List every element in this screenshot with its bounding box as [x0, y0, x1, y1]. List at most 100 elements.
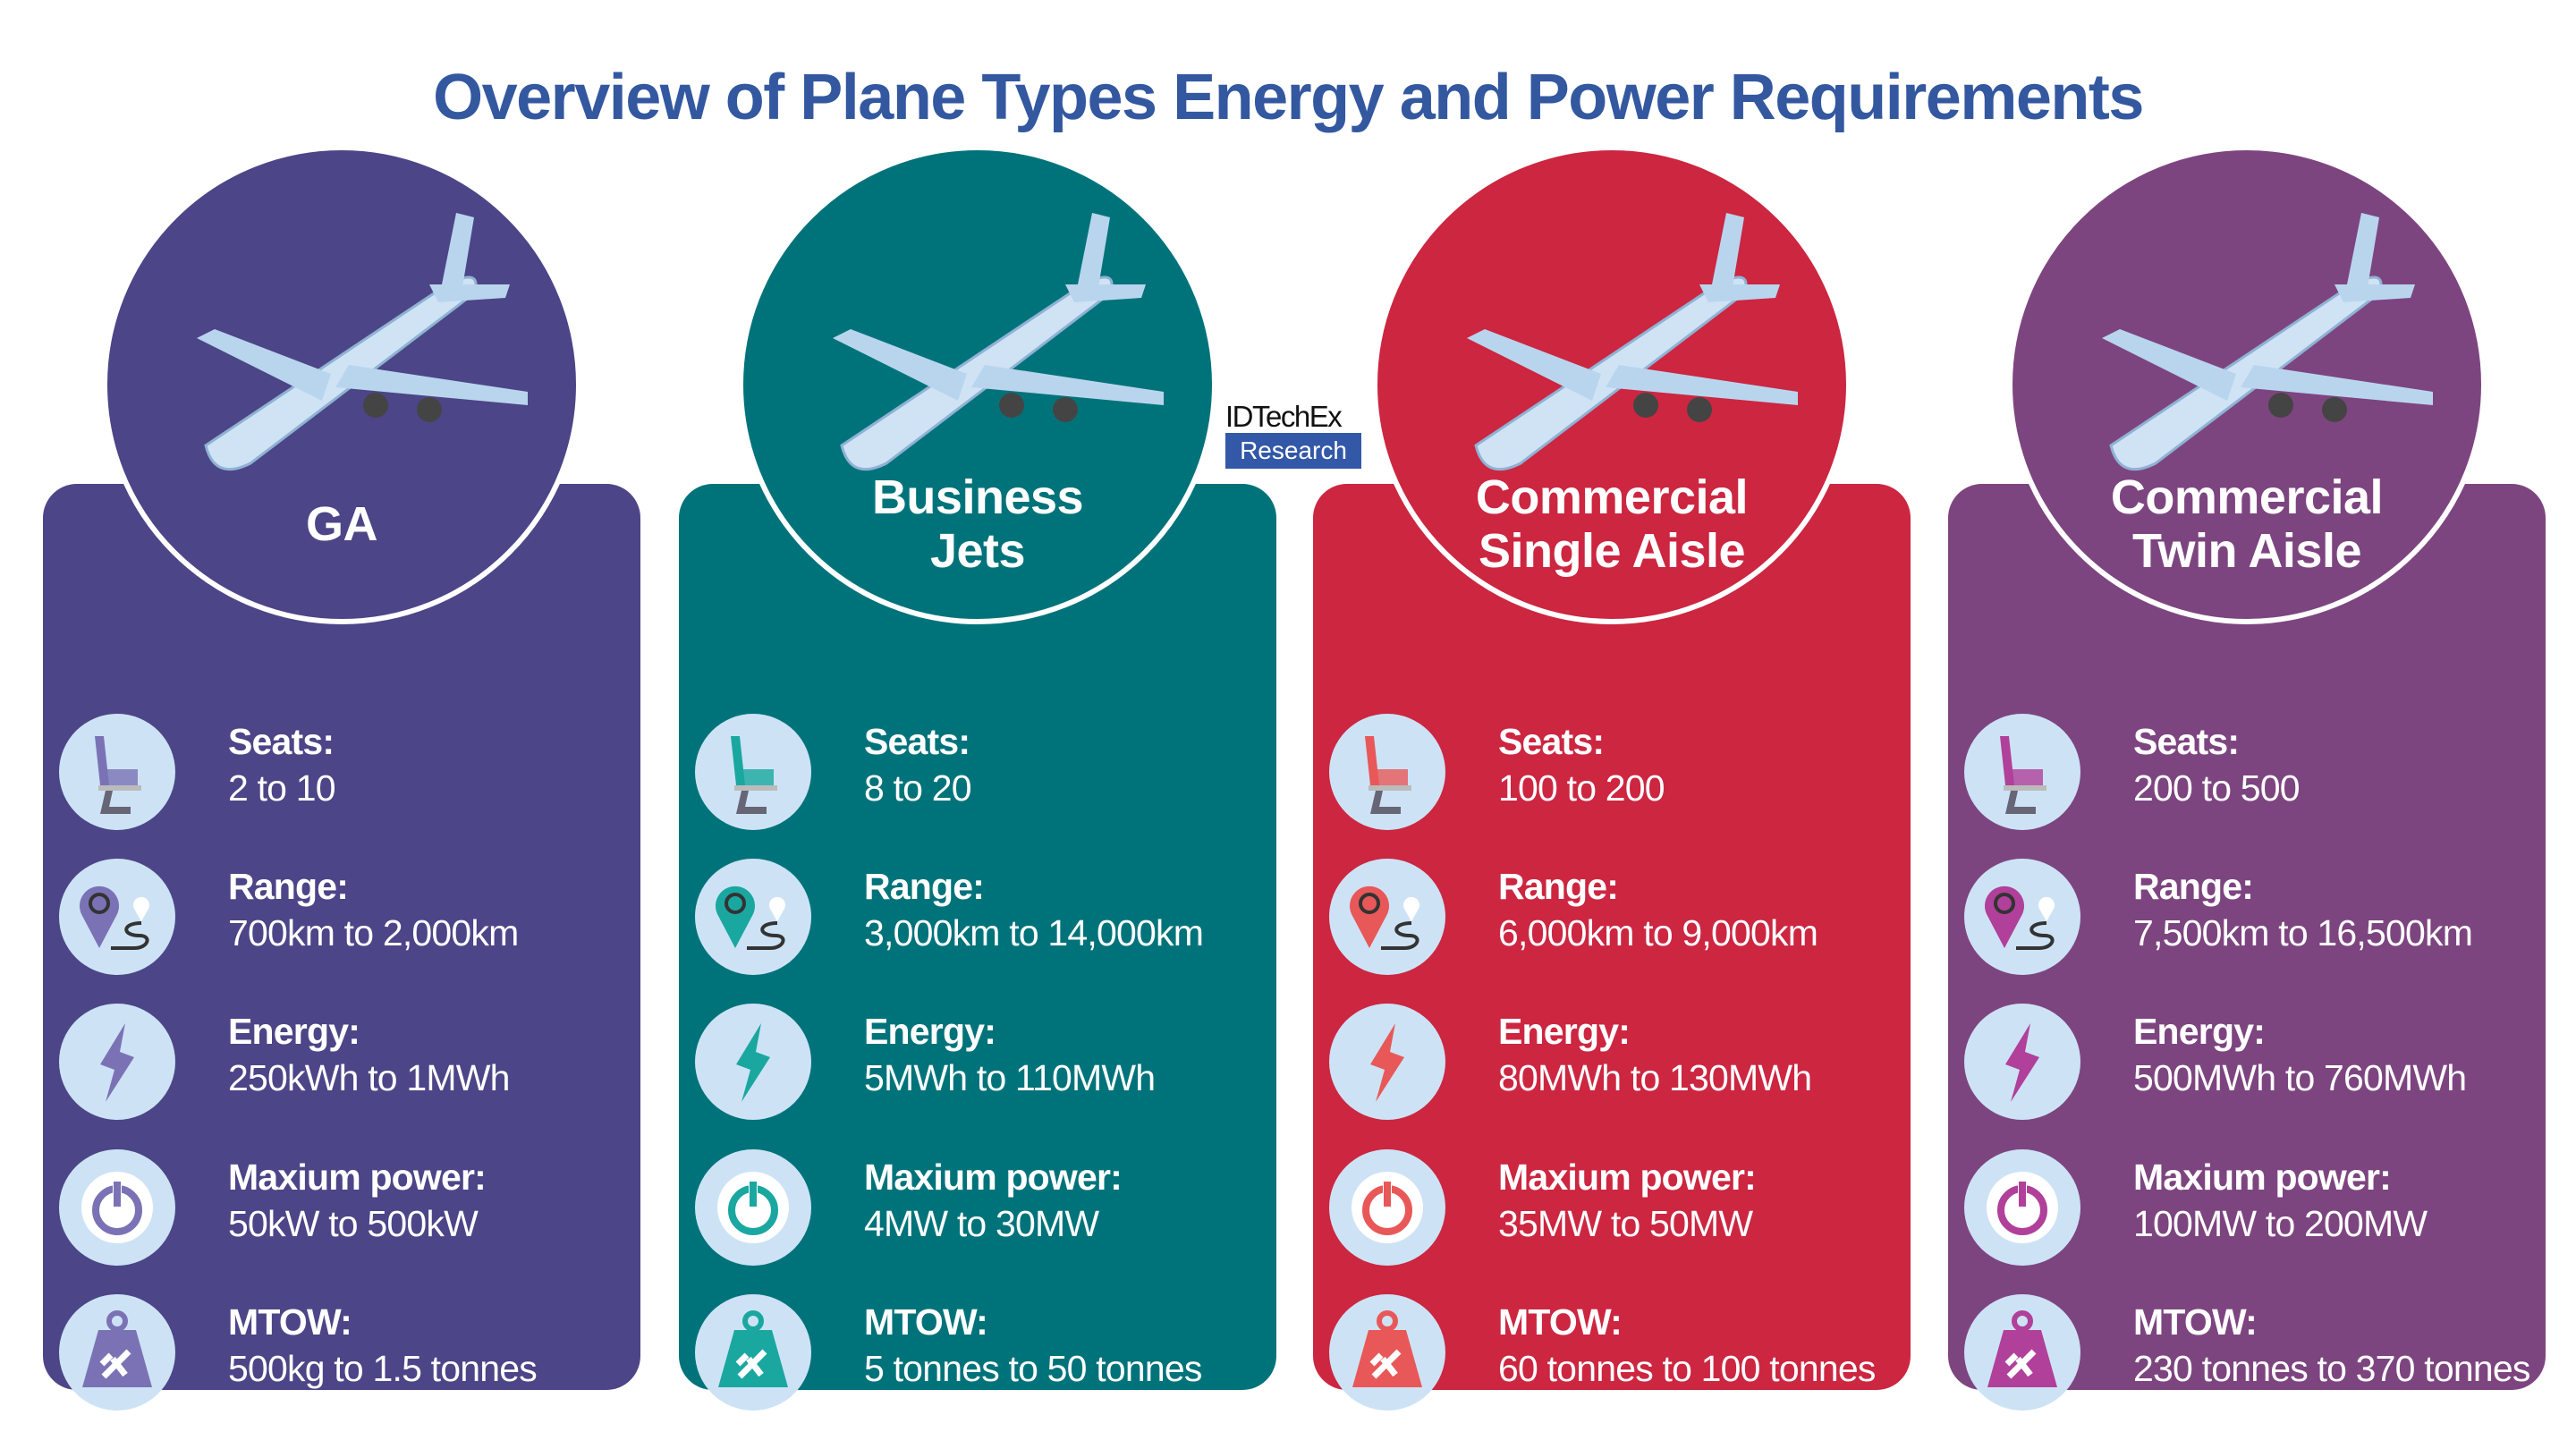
- spec-value: 3,000km to 14,000km: [864, 912, 1204, 953]
- spec-label: Maxium power:: [228, 1157, 487, 1198]
- spec-row: Seats: 200 to 500: [1964, 714, 2537, 830]
- weight-icon: [1329, 1294, 1445, 1411]
- card-title: GA: [107, 497, 576, 551]
- spec-label: Maxium power:: [864, 1157, 1123, 1198]
- spec-label: Energy:: [2133, 1011, 2266, 1052]
- spec-value: 200 to 500: [2133, 767, 2301, 809]
- spec-label: Range:: [864, 866, 985, 907]
- seat-icon: [1329, 714, 1445, 830]
- power-icon: [1329, 1149, 1445, 1266]
- spec-label: MTOW:: [2133, 1301, 2258, 1343]
- card-title-line: GA: [306, 497, 378, 551]
- page-title: Overview of Plane Types Energy and Power…: [433, 62, 2144, 133]
- spec-row: Range: 700km to 2,000km: [59, 859, 631, 975]
- card-title-line: Jets: [929, 524, 1026, 578]
- spec-row: Maxium power: 4MW to 30MW: [695, 1149, 1267, 1266]
- spec-value: 4MW to 30MW: [864, 1203, 1099, 1244]
- range-icon: [1964, 859, 2080, 975]
- spec-row: MTOW: 5 tonnes to 50 tonnes: [695, 1294, 1267, 1411]
- spec-label: Energy:: [864, 1011, 996, 1052]
- spec-value: 500MWh to 760MWh: [2133, 1057, 2467, 1098]
- spec-label: Seats:: [228, 721, 335, 762]
- seat-icon: [695, 714, 811, 830]
- card-title-line: Business: [871, 470, 1084, 524]
- power-icon: [1964, 1149, 2080, 1266]
- spec-value: 60 tonnes to 100 tonnes: [1498, 1348, 1876, 1389]
- spec-row: Maxium power: 50kW to 500kW: [59, 1149, 631, 1266]
- weight-icon: [59, 1294, 175, 1411]
- card-title-line: Commercial: [2110, 470, 2384, 524]
- card-title-line: Twin Aisle: [2131, 524, 2362, 578]
- spec-row: MTOW: 230 tonnes to 370 tonnes: [1964, 1294, 2537, 1411]
- spec-row: Energy: 500MWh to 760MWh: [1964, 1004, 2537, 1120]
- spec-label: MTOW:: [228, 1301, 352, 1343]
- spec-row: Range: 3,000km to 14,000km: [695, 859, 1267, 975]
- logo-text: IDTechEx: [1225, 400, 1343, 433]
- spec-label: Maxium power:: [1498, 1157, 1757, 1198]
- lightning-icon: [1964, 1004, 2080, 1120]
- spec-label: Range:: [228, 866, 349, 907]
- weight-icon: [695, 1294, 811, 1411]
- power-icon: [59, 1149, 175, 1266]
- range-icon: [695, 859, 811, 975]
- lightning-icon: [1329, 1004, 1445, 1120]
- spec-value: 2 to 10: [228, 767, 336, 809]
- range-icon: [59, 859, 175, 975]
- spec-value: 250kWh to 1MWh: [228, 1057, 510, 1098]
- spec-label: Seats:: [864, 721, 970, 762]
- spec-label: Seats:: [2133, 721, 2240, 762]
- lightning-icon: [59, 1004, 175, 1120]
- spec-row: Maxium power: 35MW to 50MW: [1329, 1149, 1902, 1266]
- spec-value: 5MWh to 110MWh: [864, 1057, 1156, 1098]
- spec-row: Range: 7,500km to 16,500km: [1964, 859, 2537, 975]
- card-title-line: Commercial: [1475, 470, 1749, 524]
- spec-row: Seats: 8 to 20: [695, 714, 1267, 830]
- spec-row: Seats:100 to 200: [1329, 714, 1902, 830]
- weight-icon: [1964, 1294, 2080, 1411]
- spec-label: Energy:: [1498, 1011, 1631, 1052]
- spec-row: Maxium power: 100MW to 200MW: [1964, 1149, 2537, 1266]
- card-title-line: Single Aisle: [1478, 524, 1746, 578]
- spec-value: 500kg to 1.5 tonnes: [228, 1348, 538, 1389]
- spec-label: Energy:: [228, 1011, 360, 1052]
- power-icon: [695, 1149, 811, 1266]
- logo-research-badge: Research: [1225, 433, 1361, 469]
- seat-icon: [59, 714, 175, 830]
- spec-label: MTOW:: [1498, 1301, 1623, 1343]
- spec-value: 100 to 200: [1498, 767, 1665, 809]
- spec-label: MTOW:: [864, 1301, 988, 1343]
- spec-value: 100MW to 200MW: [2133, 1203, 2428, 1244]
- idtechex-logo: IDTechEx Research: [1225, 401, 1365, 469]
- seat-icon: [1964, 714, 2080, 830]
- spec-value: 7,500km to 16,500km: [2133, 912, 2473, 953]
- plane-circle-ga: GA: [102, 145, 581, 624]
- spec-label: Maxium power:: [2133, 1157, 2392, 1198]
- spec-value: 50kW to 500kW: [228, 1203, 479, 1244]
- spec-value: 700km to 2,000km: [228, 912, 519, 953]
- spec-label: Range:: [1498, 866, 1619, 907]
- range-icon: [1329, 859, 1445, 975]
- spec-row: Range: 6,000km to 9,000km: [1329, 859, 1902, 975]
- spec-value: 230 tonnes to 370 tonnes: [2133, 1348, 2530, 1389]
- spec-row: MTOW: 500kg to 1.5 tonnes: [59, 1294, 631, 1411]
- spec-value: 35MW to 50MW: [1498, 1203, 1753, 1244]
- spec-value: 5 tonnes to 50 tonnes: [864, 1348, 1202, 1389]
- spec-value: 6,000km to 9,000km: [1498, 912, 1818, 953]
- spec-value: 8 to 20: [864, 767, 972, 809]
- spec-row: Energy: 250kWh to 1MWh: [59, 1004, 631, 1120]
- spec-row: Seats: 2 to 10: [59, 714, 631, 830]
- lightning-icon: [695, 1004, 811, 1120]
- spec-row: Energy: 5MWh to 110MWh: [695, 1004, 1267, 1120]
- spec-row: MTOW: 60 tonnes to 100 tonnes: [1329, 1294, 1902, 1411]
- spec-label: Range:: [2133, 866, 2254, 907]
